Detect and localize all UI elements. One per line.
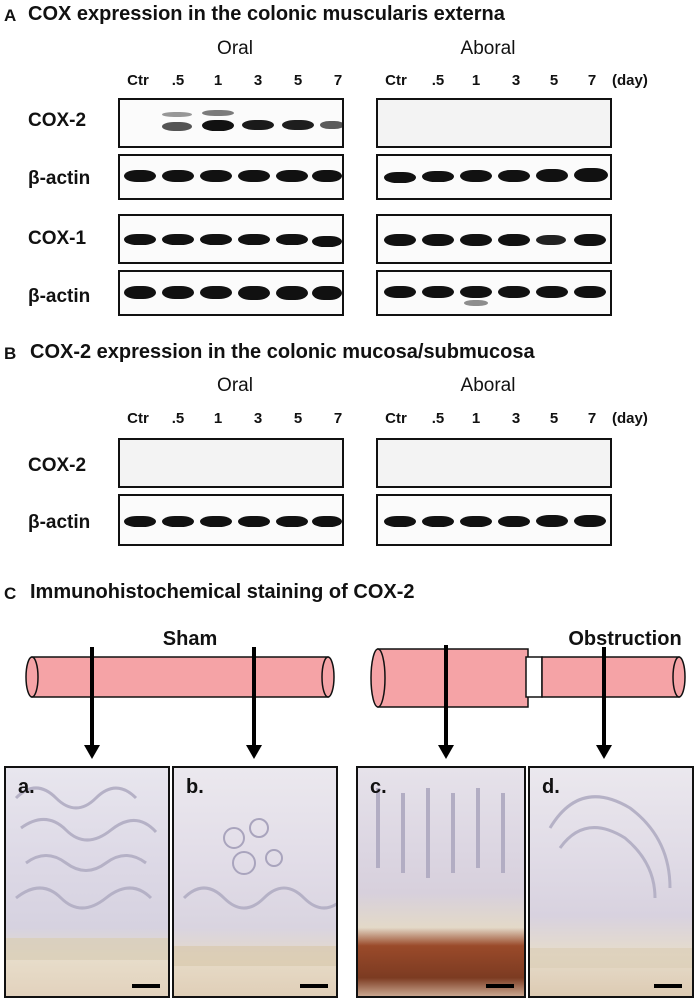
scale-bar [300,984,328,988]
lane-label: 3 [511,410,521,427]
lane-label: 1 [213,72,223,89]
blot-a-aboral-actin2 [376,270,612,316]
tissue-illustration [174,818,336,966]
group-label-sham: Sham [162,628,218,650]
row-label-cox2: COX-2 [28,110,87,131]
panel-c-title: Immunohistochemical staining of COX-2 [30,581,415,603]
micrograph-label: c. [370,776,387,798]
sham-colon-diagram [25,647,335,759]
panel-a-group-oral: Oral [217,38,253,59]
micrograph-a: a. [4,766,170,998]
row-label-cox1: COX-1 [28,228,87,249]
row-label-cox2: COX-2 [28,455,87,476]
micrograph-label: a. [18,776,35,798]
micrograph-label: d. [542,776,560,798]
lane-label: 5 [293,410,303,427]
micrograph-c: c. [356,766,526,998]
lane-label: Ctr [127,410,149,427]
unit-label: (day) [612,410,648,427]
blot-a-oral-actin2 [118,270,344,316]
micrograph-d: d. [528,766,694,998]
obstruction-colon-diagram [370,645,686,759]
lane-label: 3 [253,72,263,89]
panel-b-letter: B [4,344,17,363]
lane-label: 5 [293,72,303,89]
lane-label: 7 [587,410,597,427]
lane-label: Ctr [127,72,149,89]
blot-b-oral-cox2 [118,438,344,488]
lane-label: 7 [333,410,343,427]
row-label-actin: β-actin [28,512,91,533]
lane-label: .5 [171,410,185,427]
panel-b-group-aboral: Aboral [460,375,516,396]
blot-b-oral-actin [118,494,344,546]
lane-label: 1 [471,72,481,89]
lane-label: 3 [511,72,521,89]
lane-label: .5 [171,72,185,89]
lane-label: Ctr [385,410,407,427]
tissue-illustration [530,795,692,968]
blot-b-aboral-cox2 [376,438,612,488]
scale-bar [486,984,514,988]
micrograph-b: b. [172,766,338,998]
blot-a-aboral-cox1 [376,214,612,264]
lane-label: .5 [431,72,445,89]
lane-label: 5 [549,410,559,427]
panel-a-letter: A [4,6,17,25]
lane-label: 3 [253,410,263,427]
lane-label: 1 [471,410,481,427]
panel-a-group-aboral: Aboral [460,38,516,59]
blot-b-aboral-actin [376,494,612,546]
panel-c-letter: C [4,584,17,603]
scale-bar [132,984,160,988]
tissue-illustration [376,788,505,878]
blot-a-aboral-actin [376,154,612,200]
blot-a-oral-cox1 [118,214,344,264]
lane-label: 5 [549,72,559,89]
tissue-illustration [6,786,168,960]
blot-a-oral-actin [118,154,344,200]
row-label-actin: β-actin [28,168,91,189]
micrograph-label: b. [186,776,204,798]
row-label-actin: β-actin [28,286,91,307]
lane-label: 1 [213,410,223,427]
blot-a-aboral-cox2 [376,98,612,148]
lane-label: .5 [431,410,445,427]
lane-label: 7 [587,72,597,89]
unit-label: (day) [612,72,648,89]
blot-a-oral-cox2 [118,98,344,148]
lane-label: 7 [333,72,343,89]
panel-b-group-oral: Oral [217,375,253,396]
lane-label: Ctr [385,72,407,89]
group-label-obstruction: Obstruction [568,628,682,650]
panel-b-title: COX-2 expression in the colonic mucosa/s… [30,341,535,363]
scale-bar [654,984,682,988]
panel-a-title: COX expression in the colonic muscularis… [28,3,505,25]
